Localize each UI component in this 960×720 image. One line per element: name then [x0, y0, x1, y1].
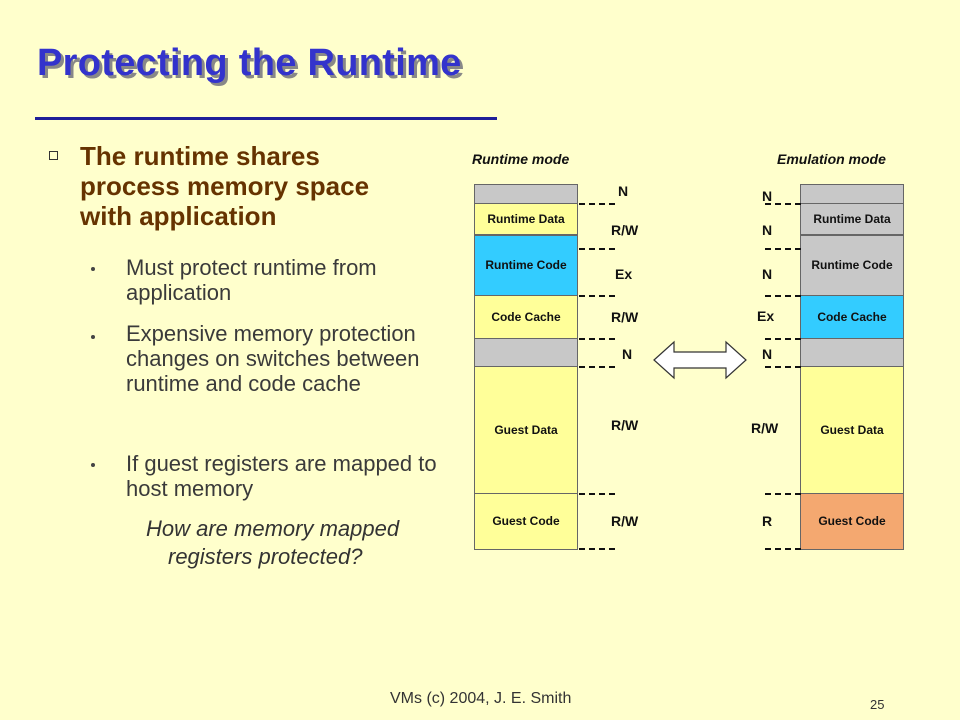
unused-region-top	[475, 185, 577, 204]
runtime-perm-5: R/W	[611, 417, 639, 433]
emulation-perm-0: N	[762, 188, 773, 204]
double-arrow-icon	[653, 340, 747, 380]
emulation-perm-4: N	[762, 346, 773, 362]
runtime-perm-4: N	[622, 346, 633, 362]
boundary-dash	[579, 248, 615, 250]
runtime-mode-memory-column: Runtime Data Runtime Code Code Cache Gue…	[474, 184, 578, 550]
runtime-perm-3: R/W	[611, 309, 639, 325]
boundary-dash	[765, 203, 801, 205]
boundary-dash	[579, 295, 615, 297]
sub-bullet-3: If guest registers are mapped to host me…	[126, 451, 437, 501]
sub-bullet-dot-icon	[91, 335, 95, 339]
code-cache-block: Code Cache	[801, 296, 903, 339]
emulation-perm-6: R	[762, 513, 773, 529]
runtime-perm-1: R/W	[611, 222, 639, 238]
unused-region-top	[801, 185, 903, 204]
runtime-perm-6: R/W	[611, 513, 639, 529]
emulation-perm-1: N	[762, 222, 773, 238]
runtime-perm-2: Ex	[615, 266, 633, 282]
emulation-perm-5: R/W	[751, 420, 779, 436]
title-underline	[35, 117, 497, 120]
unused-region-middle	[801, 339, 903, 367]
runtime-mode-label: Runtime mode	[472, 151, 570, 167]
boundary-dash	[579, 366, 615, 368]
boundary-dash	[765, 338, 801, 340]
boundary-dash	[765, 248, 801, 250]
question-text: How are memory mapped registers protecte…	[146, 516, 400, 569]
slide-title: Protecting the Runtime	[37, 42, 462, 84]
runtime-data-block: Runtime Data	[801, 204, 903, 235]
emulation-perm-2: N	[762, 266, 773, 282]
runtime-data-block: Runtime Data	[475, 204, 577, 235]
footer-text: VMs (c) 2004, J. E. Smith	[390, 690, 572, 707]
boundary-dash	[765, 295, 801, 297]
boundary-dash	[579, 338, 615, 340]
main-bullet-text: The runtime shares process memory space …	[80, 141, 370, 231]
boundary-dash	[765, 493, 801, 495]
emulation-perm-3: Ex	[757, 308, 775, 324]
page-number: 25	[870, 697, 885, 712]
sub-bullet-dot-icon	[91, 463, 95, 467]
runtime-code-block: Runtime Code	[801, 235, 903, 296]
emulation-mode-label: Emulation mode	[777, 151, 886, 167]
boundary-dash	[579, 493, 615, 495]
boundary-dash	[765, 548, 801, 550]
unused-region-middle	[475, 339, 577, 367]
guest-data-block: Guest Data	[801, 367, 903, 494]
code-cache-block: Code Cache	[475, 296, 577, 339]
runtime-code-block: Runtime Code	[475, 235, 577, 296]
runtime-perm-0: N	[618, 183, 629, 199]
sub-bullet-1: Must protect runtime from application	[126, 255, 377, 305]
sub-bullet-dot-icon	[91, 267, 95, 271]
boundary-dash	[579, 548, 615, 550]
boundary-dash	[579, 203, 615, 205]
square-bullet-icon	[49, 151, 58, 160]
boundary-dash	[765, 366, 801, 368]
emulation-mode-memory-column: Runtime Data Runtime Code Code Cache Gue…	[800, 184, 904, 550]
guest-code-block: Guest Code	[801, 494, 903, 549]
guest-data-block: Guest Data	[475, 367, 577, 494]
sub-bullet-2: Expensive memory protection changes on s…	[126, 321, 420, 396]
guest-code-block: Guest Code	[475, 494, 577, 549]
